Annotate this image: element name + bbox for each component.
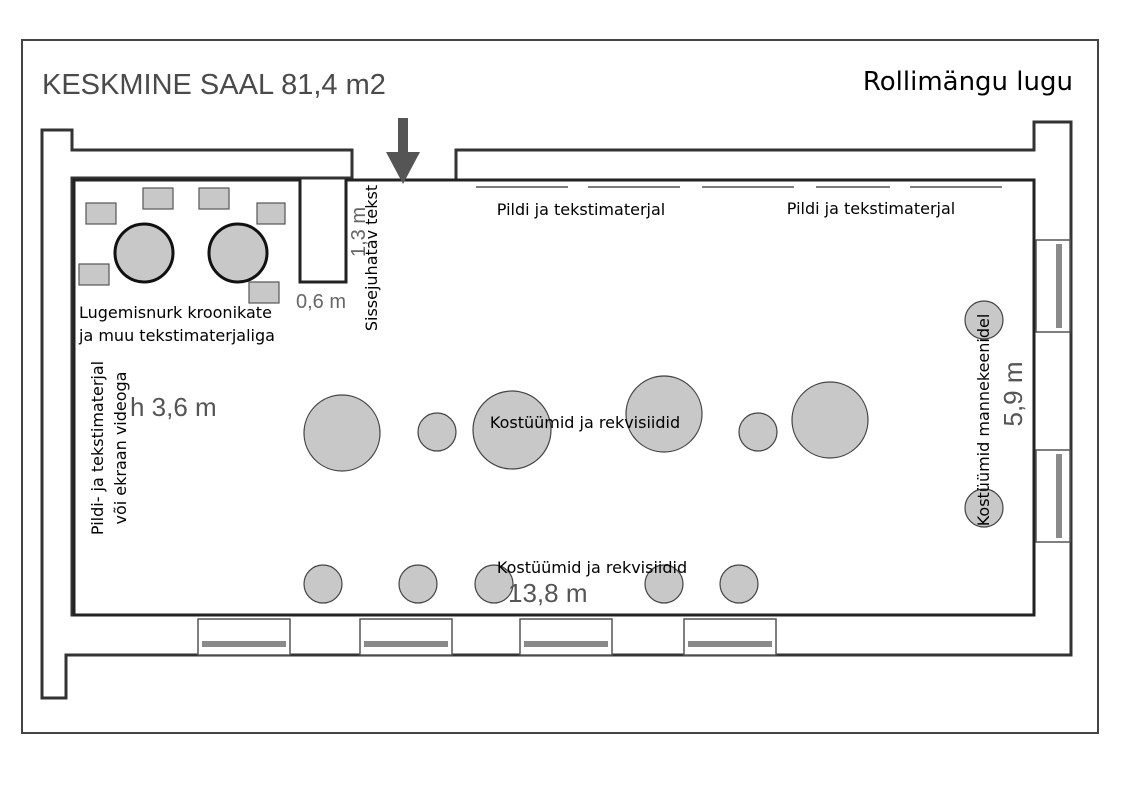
length-dimension: 13,8 m	[508, 578, 588, 608]
room-title: KESKMINE SAAL 81,4 m2	[42, 69, 386, 101]
mannequin	[964, 300, 1004, 340]
chair	[85, 202, 117, 225]
mannequin	[964, 488, 1004, 528]
arrow-down-icon	[386, 118, 420, 184]
display-stand	[303, 564, 343, 604]
chair	[142, 187, 174, 210]
top-wall-label: Pildi ja tekstimaterjal	[497, 200, 665, 219]
height-dimension: h 3,6 m	[130, 392, 217, 422]
entry-depth-dimension: 1,3 m	[348, 207, 370, 257]
right-windows	[1035, 239, 1071, 543]
mannequins-label: Kostüümid mannekeenidel	[974, 314, 993, 527]
display-stand	[719, 564, 759, 604]
top-wall-label: Pildi ja tekstimaterjal	[787, 199, 955, 218]
display-stand	[303, 394, 381, 472]
costumes-label: Kostüümid ja rekvisiidid	[490, 413, 680, 432]
reading-corner-label: ja muu tekstimaterjaliga	[78, 326, 275, 345]
round-table	[113, 222, 175, 284]
chair	[198, 187, 230, 210]
display-stand	[398, 564, 438, 604]
bottom-windows	[197, 618, 777, 656]
display-stand	[472, 390, 552, 470]
left-wall-label: Pildi- ja tekstimaterjal	[88, 361, 107, 535]
reading-corner-furniture	[78, 187, 286, 304]
display-stand	[417, 412, 457, 452]
display-stand	[625, 375, 703, 453]
display-stand	[791, 381, 869, 459]
drawing-frame	[21, 39, 1099, 734]
display-stand	[738, 412, 778, 452]
round-table	[207, 222, 269, 284]
reading-corner-label: Lugemisnurk kroonikate	[79, 303, 272, 322]
room-floor	[72, 178, 1036, 617]
display-stand	[474, 564, 514, 604]
costumes-label: Kostüümid ja rekvisiidid	[497, 558, 687, 577]
display-stand	[644, 564, 684, 604]
chair	[256, 202, 286, 225]
entrance-text-label: Sissejuhatav tekst	[362, 185, 381, 331]
chair	[248, 281, 280, 304]
entry-width-dimension: 0,6 m	[296, 291, 346, 313]
costume-displays	[303, 300, 1004, 604]
chair	[78, 263, 110, 286]
width-dimension: 5,9 m	[998, 361, 1028, 426]
left-wall-label: või ekraan videoga	[111, 372, 130, 525]
subtitle: Rollimängu lugu	[863, 67, 1073, 97]
